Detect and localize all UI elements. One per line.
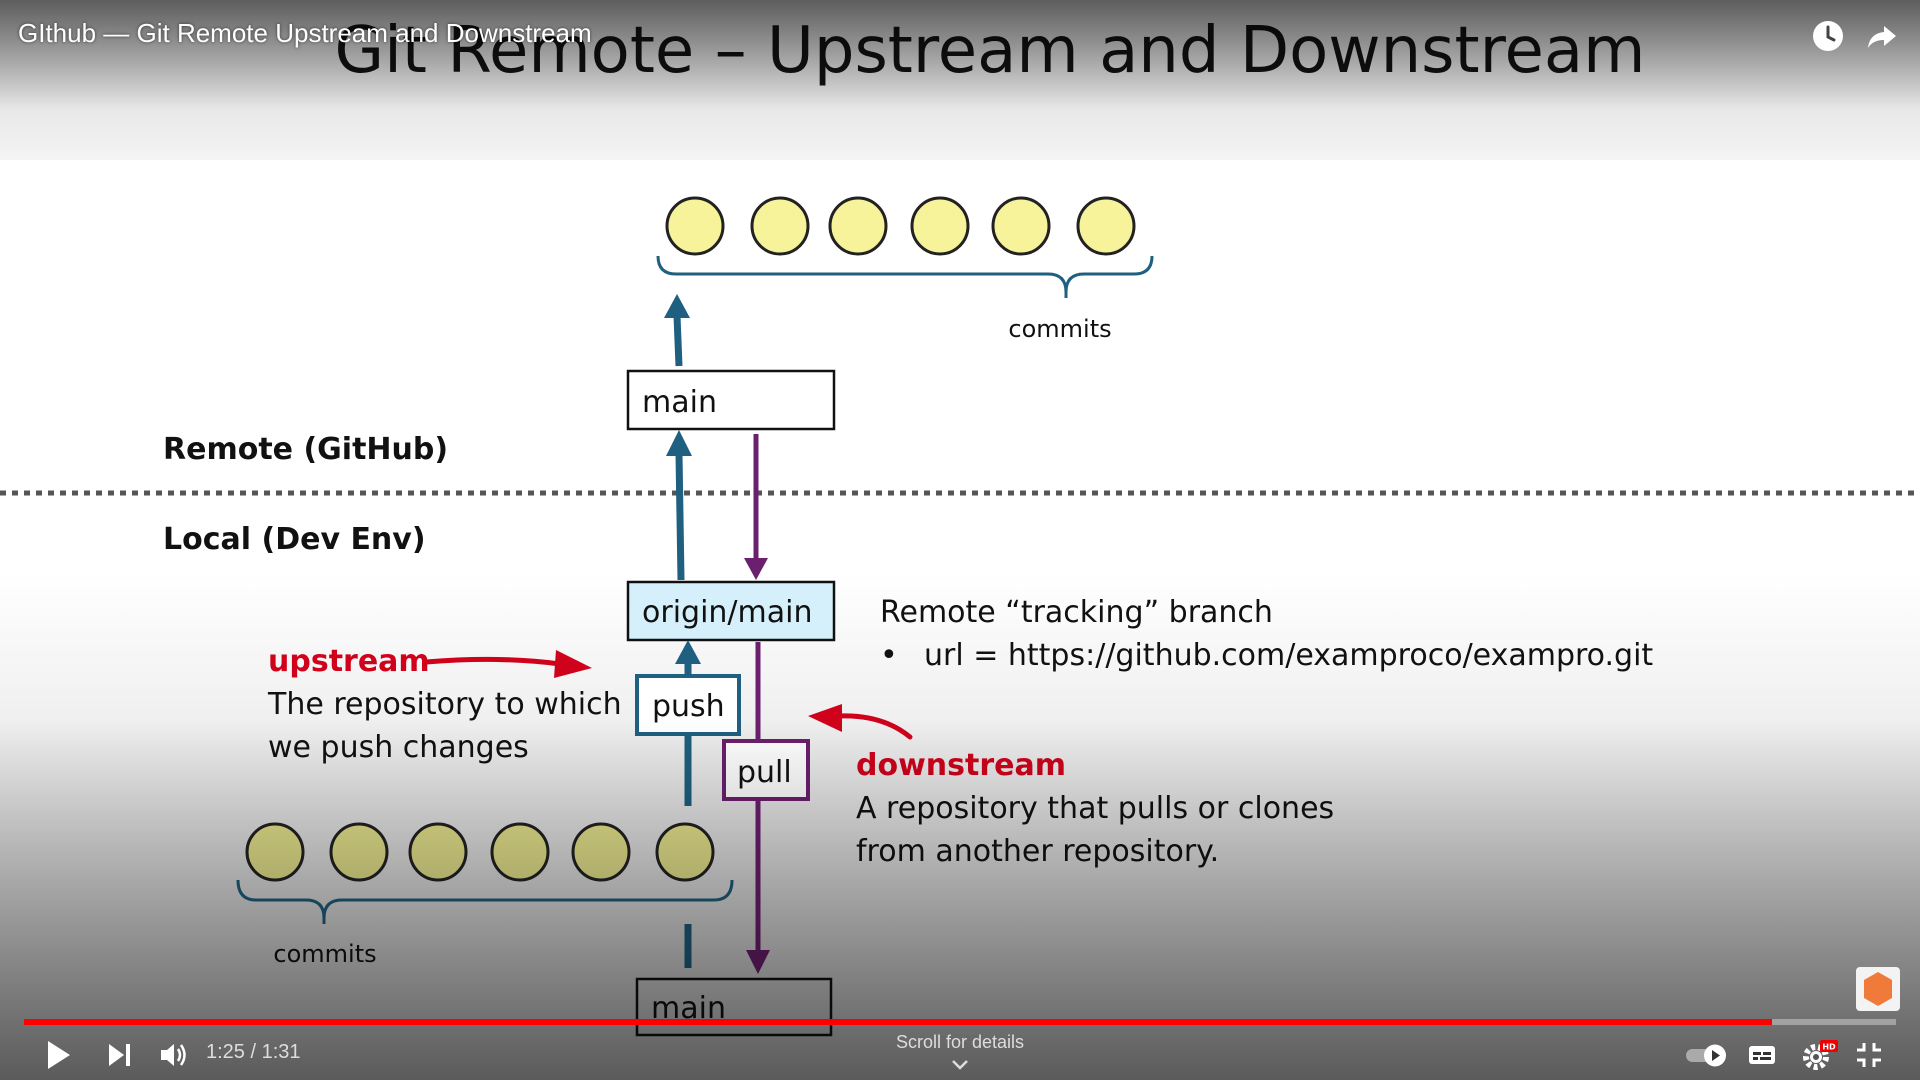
play-icon[interactable] <box>44 1038 74 1076</box>
video-title[interactable]: GIthub — Git Remote Upstream and Downstr… <box>18 18 592 48</box>
origin-main-branch <box>626 580 836 642</box>
commit-node <box>750 196 810 256</box>
pull-label: pull <box>737 755 792 790</box>
upstream-pointer <box>423 656 563 667</box>
progress-bar[interactable] <box>24 1019 1896 1025</box>
commit-node <box>408 822 468 882</box>
volume-icon[interactable] <box>158 1040 192 1074</box>
exampro-logo-icon[interactable] <box>1856 967 1900 1011</box>
origin-main-label: origin/main <box>642 595 812 630</box>
push-arrow-segment <box>673 315 683 367</box>
arrow-head <box>744 558 768 580</box>
local-label: Local (Dev Env) <box>163 522 426 557</box>
local-commits-label: commits <box>273 940 376 968</box>
commit-node <box>655 822 715 882</box>
commit-node <box>665 196 725 256</box>
share-icon[interactable] <box>1862 16 1902 56</box>
arrow-head <box>666 430 692 456</box>
remote-main-branch <box>626 369 836 431</box>
downstream-term: downstream <box>856 748 1066 783</box>
push-label: push <box>652 689 725 724</box>
commit-node <box>828 196 888 256</box>
commit-node <box>490 822 550 882</box>
settings-gear-icon[interactable]: HD <box>1800 1038 1840 1076</box>
commit-node <box>1076 196 1136 256</box>
upstream-term: upstream <box>268 644 430 679</box>
clock-icon[interactable] <box>1808 16 1848 56</box>
autoplay-toggle-icon[interactable] <box>1684 1040 1730 1074</box>
upstream-desc-line2: we push changes <box>268 730 529 765</box>
arrow-head <box>675 640 701 664</box>
progress-played <box>24 1019 1773 1025</box>
push-arrow-segment <box>675 453 685 581</box>
downstream-desc-line2: from another repository. <box>856 834 1219 869</box>
remote-commits <box>665 196 1136 256</box>
exit-fullscreen-icon[interactable] <box>1854 1040 1884 1074</box>
upstream-desc-line1: The repository to which <box>267 687 622 722</box>
arrow-head <box>554 650 592 678</box>
tracking-branch-text: Remote “tracking” branch <box>880 595 1273 630</box>
commit-node <box>991 196 1051 256</box>
scroll-for-details[interactable]: Scroll for details <box>895 1032 1025 1052</box>
commit-node <box>245 822 305 882</box>
downstream-desc-line1: A repository that pulls or clones <box>856 791 1334 826</box>
remote-commits-label: commits <box>1008 315 1111 343</box>
player-controls: 1:25 / 1:31 Scroll for details <box>0 1030 1920 1080</box>
remote-main-label: main <box>642 385 717 420</box>
time-display: 1:25 / 1:31 <box>206 1041 301 1063</box>
hd-badge: HD <box>1822 1043 1836 1052</box>
url-bullet: • <box>880 638 898 673</box>
commit-node <box>910 196 970 256</box>
remote-url-text: url = https://github.com/examproco/examp… <box>924 638 1653 673</box>
arrow-head <box>664 294 690 318</box>
remote-commits-brace <box>656 255 1154 298</box>
commit-node <box>571 822 631 882</box>
chevron-down-icon[interactable] <box>951 1056 969 1075</box>
remote-label: Remote (GitHub) <box>163 432 448 467</box>
next-icon[interactable] <box>106 1040 134 1074</box>
captions-icon[interactable] <box>1746 1040 1778 1074</box>
commit-node <box>329 822 389 882</box>
